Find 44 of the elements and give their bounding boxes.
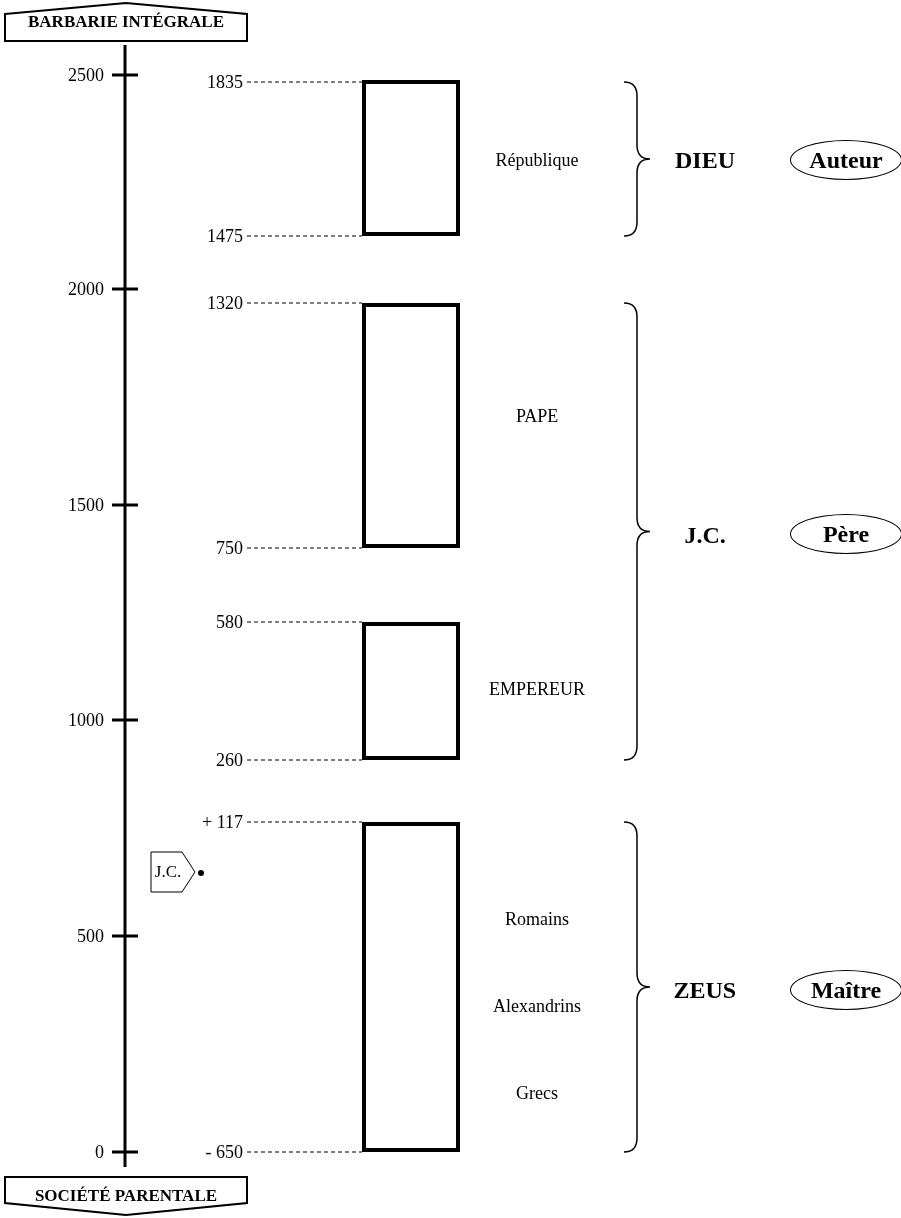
period-label: Grecs [516, 1084, 558, 1102]
heading-banner [4, 2, 248, 42]
axis-tick-label: 0 [95, 1143, 104, 1161]
period-box [362, 622, 460, 760]
heading-label: BARBARIE INTÉGRALE [28, 12, 224, 32]
role-label: Maître [810, 976, 882, 1004]
axis-tick-label: 2500 [68, 66, 104, 84]
date-text: + 117 [202, 811, 243, 833]
date-text: 580 [216, 611, 243, 633]
period-box [362, 80, 460, 236]
date-text: 750 [216, 537, 243, 559]
marker-label: J.C. [154, 862, 182, 882]
axis-tick-label: 500 [77, 927, 104, 945]
date-text: 1320 [207, 292, 243, 314]
heading-banner [4, 1176, 248, 1216]
dashed-guide-line [246, 621, 363, 623]
period-label: EMPEREUR [489, 680, 585, 698]
dashed-guide-line [246, 1151, 363, 1153]
dashed-guide-line [246, 81, 363, 83]
role-label: Auteur [809, 146, 883, 174]
date-text: 1475 [207, 225, 243, 247]
axis-tick-label: 1500 [68, 496, 104, 514]
dashed-guide-line [246, 302, 363, 304]
dashed-guide-line [246, 547, 363, 549]
period-label: Romains [505, 910, 569, 928]
period-label: République [495, 151, 579, 169]
period-label: PAPE [516, 407, 559, 425]
era-label: J.C. [684, 523, 726, 547]
heading-label: SOCIÉTÉ PARENTALE [34, 1186, 218, 1206]
axis-tick-label: 2000 [68, 280, 104, 298]
marker-tag [150, 851, 196, 893]
axis-tick-label: 1000 [68, 711, 104, 729]
date-text: 1835 [207, 71, 243, 93]
dashed-guide-line [246, 235, 363, 237]
period-box [362, 303, 460, 548]
era-label: DIEU [675, 148, 735, 172]
era-label: ZEUS [673, 978, 737, 1002]
period-box [362, 822, 460, 1152]
period-label: Alexandrins [493, 997, 581, 1015]
date-text: - 650 [205, 1141, 243, 1163]
dashed-guide-line [246, 759, 363, 761]
role-label: Père [822, 520, 870, 548]
date-text: 260 [216, 749, 243, 771]
dashed-guide-line [246, 821, 363, 823]
